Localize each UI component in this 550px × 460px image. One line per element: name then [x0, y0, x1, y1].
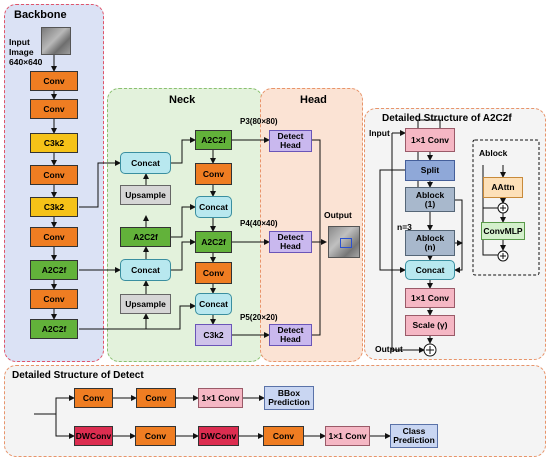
label-p4: P4(40×40)	[240, 219, 278, 228]
head-title: Head	[300, 94, 327, 106]
input-image-thumbnail	[41, 27, 71, 55]
backbone-c3k2-2: C3k2	[30, 197, 78, 217]
detect-head-p3: Detect Head	[269, 130, 312, 152]
detect-dwconv-1: DWConv	[74, 426, 113, 446]
ablock-title: Ablock	[479, 148, 508, 158]
a2c2f-ablock-n: Ablock (n)	[405, 230, 455, 256]
backbone-conv-3: Conv	[30, 165, 78, 185]
a2c2f-detail-title: Detailed Structure of A2C2f	[382, 113, 512, 124]
detect-head-p5: Detect Head	[269, 324, 312, 346]
backbone-c3k2-1: C3k2	[30, 133, 78, 153]
detect-conv1x1-bottom: 1×1 Conv	[325, 426, 370, 446]
neck-upsample-1: Upsample	[120, 185, 171, 205]
detect-dwconv-2: DWConv	[198, 426, 239, 446]
a2c2f-input-label: Input	[369, 128, 390, 138]
detect-conv-top-1: Conv	[74, 388, 113, 408]
a2c2f-conv1x1-top: 1×1 Conv	[405, 128, 455, 152]
backbone-conv-5: Conv	[30, 289, 78, 309]
neck-a2c2f-left: A2C2f	[120, 227, 171, 247]
neck-conv-2: Conv	[195, 262, 232, 284]
neck-upsample-2: Upsample	[120, 294, 171, 314]
neck-a2c2f-p4: A2C2f	[195, 231, 232, 253]
output-bbox-marker	[340, 238, 352, 248]
detect-conv-bottom-1: Conv	[135, 426, 176, 446]
input-image-label: Input Image 640×640	[9, 37, 43, 67]
neck-concat-1: Concat	[120, 152, 171, 174]
a2c2f-scale: Scale (γ)	[405, 315, 455, 336]
detect-head-p4: Detect Head	[269, 231, 312, 253]
detect-class-prediction: Class Prediction	[390, 424, 438, 448]
ablock-convmlp: ConvMLP	[481, 222, 525, 240]
detect-conv-bottom-2: Conv	[263, 426, 304, 446]
neck-concat-3: Concat	[195, 196, 232, 218]
neck-c3k2: C3k2	[195, 324, 232, 346]
backbone-a2c2f-2: A2C2f	[30, 319, 78, 339]
backbone-conv-1: Conv	[30, 71, 78, 91]
detect-conv1x1-top: 1×1 Conv	[198, 388, 243, 408]
neck-concat-4: Concat	[195, 293, 232, 315]
label-p5: P5(20×20)	[240, 313, 278, 322]
ablock-aattn: AAttn	[483, 177, 523, 198]
a2c2f-n-label: n=3	[397, 222, 412, 232]
a2c2f-split: Split	[405, 160, 455, 181]
detect-conv-top-2: Conv	[136, 388, 176, 408]
a2c2f-concat: Concat	[405, 260, 455, 280]
output-label: Output	[324, 210, 352, 220]
neck-section	[107, 88, 263, 362]
neck-a2c2f-p3: A2C2f	[195, 130, 232, 150]
backbone-a2c2f-1: A2C2f	[30, 260, 78, 280]
a2c2f-ablock-1: Ablock (1)	[405, 187, 455, 212]
backbone-conv-2: Conv	[30, 99, 78, 119]
neck-conv-1: Conv	[195, 163, 232, 185]
a2c2f-output-label: Output	[375, 344, 403, 354]
label-p3: P3(80×80)	[240, 117, 278, 126]
a2c2f-conv1x1-bottom: 1×1 Conv	[405, 288, 455, 308]
backbone-conv-4: Conv	[30, 227, 78, 247]
backbone-title: Backbone	[14, 9, 67, 21]
output-image-thumbnail	[328, 226, 360, 258]
detect-bbox-prediction: BBox Prediction	[264, 386, 314, 410]
neck-title: Neck	[169, 94, 196, 106]
neck-concat-2: Concat	[120, 259, 171, 281]
detect-detail-title: Detailed Structure of Detect	[12, 370, 144, 381]
